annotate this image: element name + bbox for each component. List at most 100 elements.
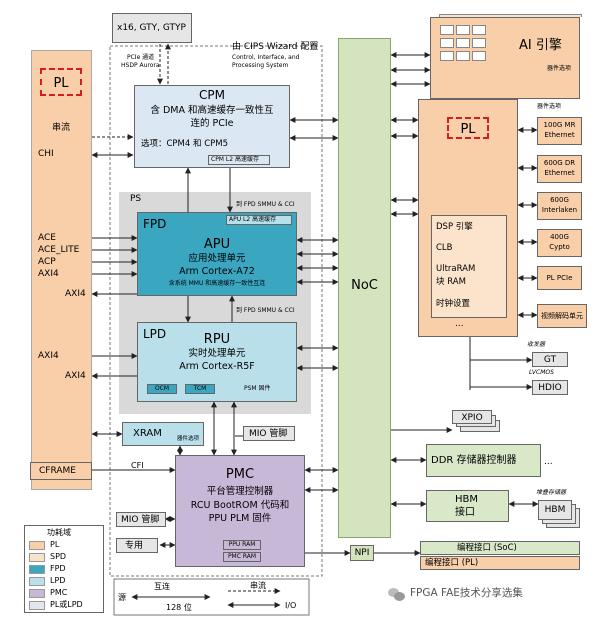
pl-left-if-7: AXI4 xyxy=(38,351,59,361)
pmc-block: PMC 平台管理控制器 RCU BootROM 代码和 PPU PLM 固件 P… xyxy=(175,455,305,567)
pl-left-if-2: ACE xyxy=(38,233,56,243)
cpm-desc-2: 连的 PCIe xyxy=(190,118,234,129)
mio-right-label: MIO 管脚 xyxy=(249,429,288,439)
legend-swatch-2 xyxy=(29,565,45,574)
cpm-cache-label: CPM L2 高速缓存 xyxy=(211,156,259,163)
hbm-block: HBM 接口 xyxy=(426,490,509,522)
xpio-box: XPIO xyxy=(452,410,492,424)
pl-left-if-0: 串流 xyxy=(52,123,71,133)
prog-soc-label: 编程接口 (SoC) xyxy=(457,543,517,553)
mio-left-box: MIO 管脚 xyxy=(116,512,166,527)
cips-title: 由 CIPS Wizard 配置 xyxy=(232,42,319,52)
legend: 功耗域 PL SPD FPD LPD PMC PL或LPD xyxy=(24,525,104,613)
pl-right-block: PL DSP 引擎 CLB UltraRAM 块 RAM 时钟设置 ... xyxy=(418,99,518,337)
dedicated-label: 专用 xyxy=(125,541,144,551)
pmc-line2: RCU BootROM 代码和 xyxy=(190,500,290,511)
rpu-title: RPU xyxy=(203,332,231,347)
cpm-cache: CPM L2 高速缓存 xyxy=(208,155,270,165)
pmc-line1: 平台管理控制器 xyxy=(206,486,274,497)
pl-left-column xyxy=(31,50,92,490)
dedicated-box: 专用 xyxy=(116,538,158,553)
hdio-label: HDIO xyxy=(538,383,562,393)
pl-left-if-6: AXI4 xyxy=(65,289,86,299)
ocm-label: OCM xyxy=(154,385,170,392)
hbm-stack-text: HBM xyxy=(544,505,566,515)
tcm-label: TCM xyxy=(193,385,207,392)
legend-title: 功耗域 xyxy=(47,528,71,537)
legend-label-0: PL xyxy=(50,540,60,549)
pl-res-4: 时钟设置 xyxy=(436,299,471,309)
legend-swatch-1 xyxy=(29,553,45,562)
pl-right-title: PL xyxy=(460,122,476,137)
rpu-line1: 实时处理单元 xyxy=(188,348,246,359)
lvcmos-label: LVCMOS xyxy=(529,369,554,376)
key-source: 源 xyxy=(118,593,126,602)
pl-left-if-5: AXI4 xyxy=(38,269,59,279)
pmc-ram-label: PMC RAM xyxy=(227,553,257,560)
cips-sub-2: Processing System xyxy=(232,62,289,69)
fpd-smmu-note-1: 到 FPD SMMU & CCI xyxy=(236,201,295,208)
ai-title: AI 引擎 xyxy=(519,38,562,53)
pcie-label-line2: HSDP Aurora xyxy=(121,62,160,69)
ip-0-line1: 100G MR xyxy=(543,121,576,129)
mio-right-box: MIO 管脚 xyxy=(243,426,295,441)
transceiver-top-label: x16, GTY, GTYP xyxy=(117,23,186,33)
apu-line2: Arm Cortex-A72 xyxy=(179,266,255,277)
hbm-stack-box: HBM xyxy=(538,500,572,520)
hbm-stack-label: 堆叠存储器 xyxy=(536,489,567,496)
cpm-desc-1: 含 DMA 和高速缓存一致性互 xyxy=(150,105,274,116)
legend-label-1: SPD xyxy=(50,552,67,561)
prog-pl-label: 编程接口 (PL) xyxy=(425,558,479,568)
lpd-block: LPD RPU 实时处理单元 Arm Cortex-R5F OCM TCM PS… xyxy=(137,322,297,402)
pl-left-if-4: ACP xyxy=(38,257,56,267)
ip-block-3: 400G Cypto xyxy=(537,229,582,257)
pl-res-0: DSP 引擎 xyxy=(436,222,473,232)
pl-left-if-1: CHI xyxy=(38,149,54,159)
ip-block-2: 600G Interlaken xyxy=(537,192,582,220)
pcie-label-line1: PCIe 通道 xyxy=(127,54,155,61)
pl-res-1: CLB xyxy=(436,243,453,253)
ip-block-1: 600G DR Ethernet xyxy=(537,155,582,183)
key-stream: 串流 xyxy=(250,581,266,590)
ppu-ram-label: PPU RAM xyxy=(228,541,256,548)
cframe-box: CFRAME xyxy=(30,462,92,480)
ocm-box: OCM xyxy=(147,384,177,394)
ddr-dots: ... xyxy=(544,457,553,467)
legend-label-5: PL或LPD xyxy=(50,600,83,609)
cpm-block: CPM 含 DMA 和高速缓存一致性互 连的 PCIe 选项：CPM4 和 CP… xyxy=(134,85,290,168)
gt-label: GT xyxy=(543,355,557,365)
key-box xyxy=(113,578,310,616)
apu-line1: 应用处理单元 xyxy=(188,253,246,264)
options-label: 器件选项 xyxy=(537,103,562,110)
cframe-label: CFRAME xyxy=(39,466,76,476)
npi-box: NPI xyxy=(350,545,374,561)
psm-label: PSM 固件 xyxy=(244,385,271,392)
pl-left-if-3: ACE_LITE xyxy=(38,245,80,255)
pl-res-2: UltraRAM xyxy=(436,264,476,274)
watermark: FPGA FAE技术分享选集 xyxy=(410,587,523,599)
ip-0-line2: Ethernet xyxy=(544,131,575,139)
ip-3-line1: 400G xyxy=(550,233,569,241)
pmc-line3: PPU PLM 固件 xyxy=(208,513,272,524)
rpu-line2: Arm Cortex-R5F xyxy=(179,361,255,372)
key-width: 128 位 xyxy=(166,603,192,612)
ip-4-line1: PL PCIe xyxy=(546,274,573,282)
xram-option: 器件选项 xyxy=(177,436,200,442)
wechat-logo-icon xyxy=(388,586,406,602)
ip-2-line1: 600G xyxy=(550,196,569,204)
cpm-options: 选项：CPM4 和 CPM5 xyxy=(141,139,229,149)
ip-block-4: PL PCIe xyxy=(537,266,582,290)
ai-tile-grid xyxy=(440,25,486,61)
transceiver-label: 收发器 xyxy=(527,341,546,348)
hbm-line2: 接口 xyxy=(455,507,475,518)
legend-label-4: PMC xyxy=(50,588,68,597)
pl-res-3: 块 RAM xyxy=(436,277,466,287)
gt-box: GT xyxy=(532,352,568,367)
prog-pl-box: 编程接口 (PL) xyxy=(420,556,580,570)
ip-1-line2: Ethernet xyxy=(544,169,575,177)
pl-left-title: PL xyxy=(53,76,69,91)
xram-title: XRAM xyxy=(133,428,162,439)
ddr-block: DDR 存储器控制器 xyxy=(426,444,541,477)
ip-block-5: 视频解码单元 xyxy=(537,304,587,328)
fpd-label: FPD xyxy=(143,217,167,231)
